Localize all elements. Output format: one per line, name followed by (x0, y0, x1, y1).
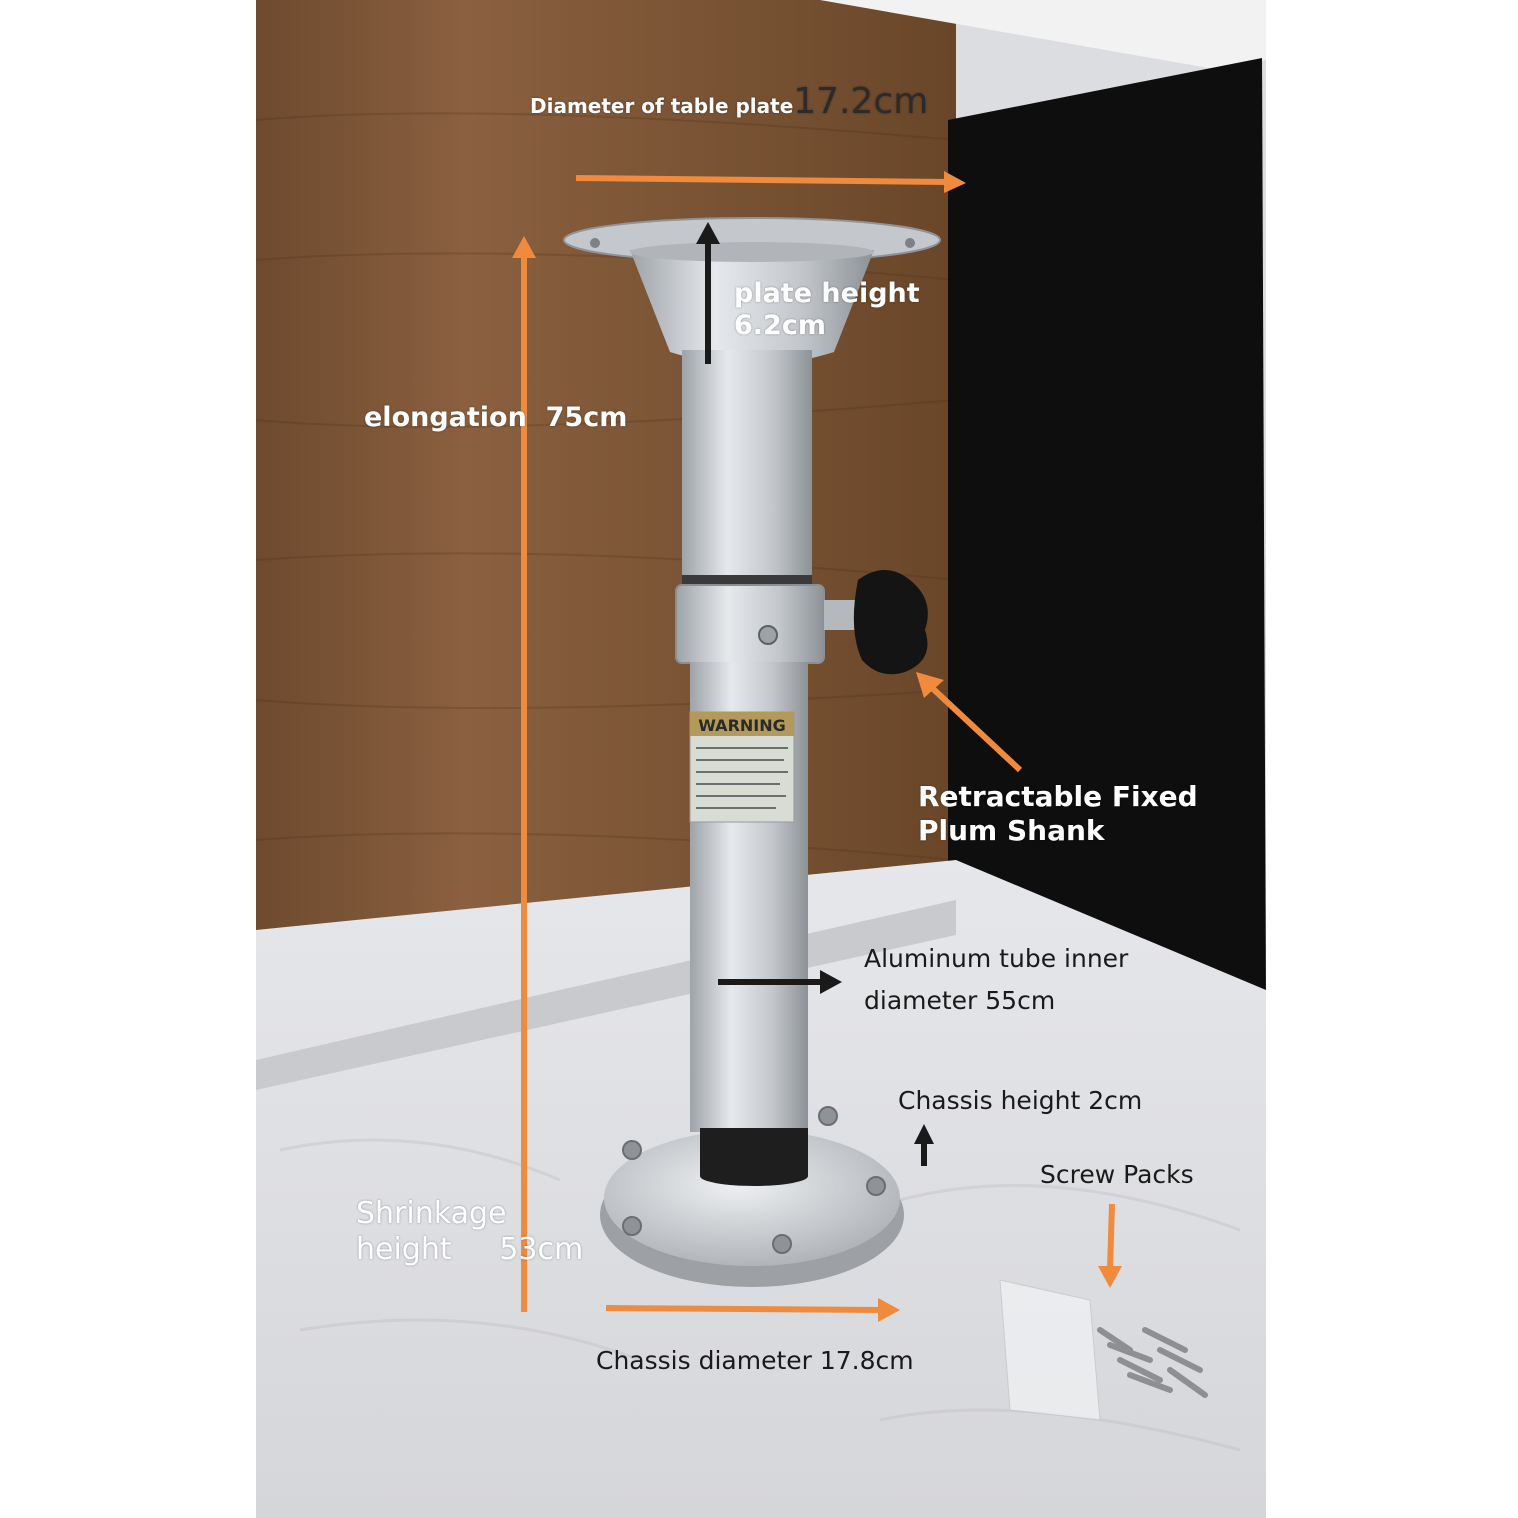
table-plate (563, 217, 941, 365)
retractable-line2: Plum Shank (918, 813, 1105, 847)
table-plate-diameter-text: Diameter of table plate (530, 94, 794, 118)
elongation-label: elongation 75cm (364, 402, 627, 434)
plate-height-line2: 6.2cm (734, 310, 826, 342)
shrinkage-label: Shrinkage height 53cm (356, 1196, 583, 1268)
chassis-height-label: Chassis height 2cm (898, 1086, 1143, 1115)
tube-inner-diameter-line2: diameter 55cm (864, 986, 1056, 1015)
upper-tube (682, 350, 812, 580)
table-plate-diameter-value: 17.2cm (793, 81, 929, 122)
warning-sticker: WARNING (689, 711, 795, 823)
table-plate-diameter-label: Diameter of table plate17.2cm (530, 80, 928, 123)
plum-knob (824, 570, 928, 675)
screw-pack (999, 1279, 1208, 1421)
black-panel (948, 58, 1266, 1000)
collar (675, 584, 825, 664)
shrinkage-line1: Shrinkage (356, 1196, 507, 1231)
warning-title: WARNING (698, 716, 786, 735)
retractable-arrow (927, 683, 1023, 773)
plate-height-label: plate height 6.2cm (734, 278, 920, 343)
chassis-diameter-label: Chassis diameter 17.8cm (596, 1346, 914, 1375)
tube-inner-diameter-line1: Aluminum tube inner (864, 944, 1129, 973)
plate-diameter-arrow (575, 175, 949, 185)
elongation-text: elongation (364, 402, 527, 433)
chassis-diameter-arrow (605, 1305, 883, 1313)
shrinkage-line2: height (356, 1232, 452, 1267)
retractable-label: Retractable Fixed Plum Shank (918, 780, 1198, 847)
elongation-value: 75cm (545, 402, 628, 433)
tube-inner-diameter-label: Aluminum tube inner diameter 55cm (864, 944, 1128, 1016)
plate-height-line1: plate height (734, 278, 920, 309)
wood-grain (255, 112, 957, 861)
white-wall-strip (820, 0, 1266, 70)
screw-pack-arrow (1107, 1203, 1115, 1271)
retractable-line1: Retractable Fixed (918, 780, 1198, 813)
wood-wall (256, 0, 956, 930)
shrinkage-value: 53cm (499, 1232, 584, 1267)
chassis-base (600, 1106, 904, 1287)
screw-packs-label: Screw Packs (1040, 1160, 1194, 1189)
